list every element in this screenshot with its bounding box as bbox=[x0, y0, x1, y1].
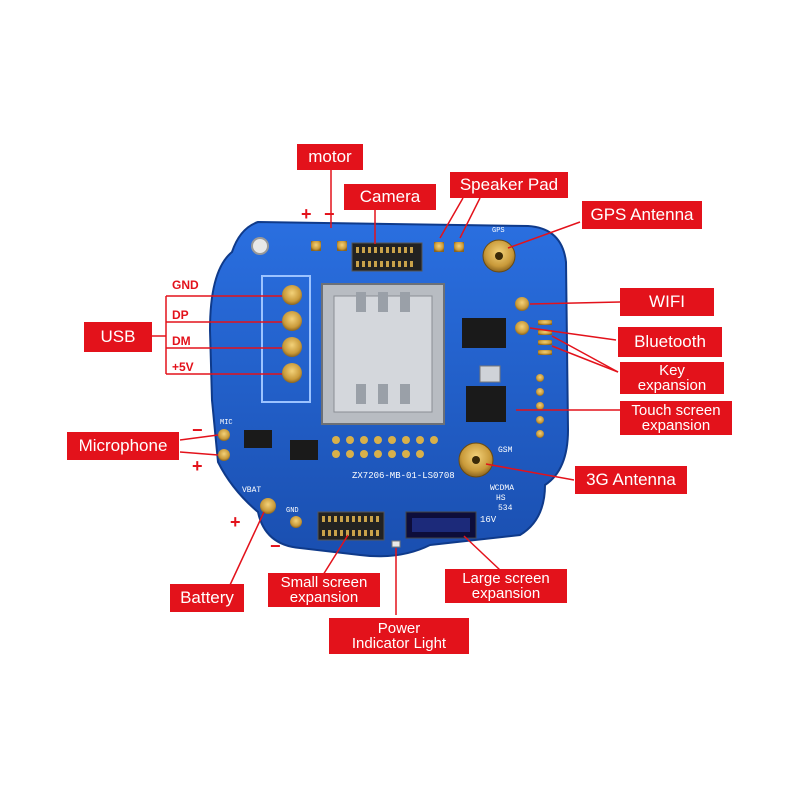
label-small-line1: Small screen bbox=[280, 574, 368, 591]
mount-hole bbox=[251, 237, 269, 255]
silk-gsm: GSM bbox=[498, 446, 513, 455]
usb-pads bbox=[282, 285, 302, 383]
usb-pin-5v: +5V bbox=[172, 360, 194, 374]
ic-chip bbox=[466, 386, 506, 422]
label-small-line2: expansion bbox=[289, 589, 359, 606]
label-large-line2: expansion bbox=[471, 585, 541, 602]
silk-16v: 16V bbox=[480, 515, 497, 525]
motor-pad-minus bbox=[337, 241, 347, 251]
label-motor: motor bbox=[297, 144, 363, 170]
mic-pad-minus bbox=[218, 429, 230, 441]
battery-pad-plus bbox=[260, 498, 276, 514]
silk-board-id: ZX7206-MB-01-LS0708 bbox=[352, 471, 455, 481]
usb-silk-box bbox=[261, 275, 311, 403]
silk-gnd: GND bbox=[286, 507, 299, 515]
label-3g-antenna: 3G Antenna bbox=[575, 466, 687, 494]
mic-pad-plus bbox=[218, 449, 230, 461]
wifi-pad bbox=[515, 297, 529, 311]
motor-plus-sign: + bbox=[301, 204, 312, 224]
ic-chip bbox=[244, 430, 272, 448]
label-gps-antenna: GPS Antenna bbox=[582, 201, 702, 229]
silk-vbat: VBAT bbox=[242, 486, 261, 495]
silk-hs: HS bbox=[496, 494, 506, 503]
ic-chip bbox=[462, 318, 506, 348]
label-microphone: Microphone bbox=[67, 432, 179, 460]
power-led bbox=[391, 540, 401, 548]
speaker-pad-2 bbox=[454, 242, 464, 252]
motor-pad-plus bbox=[311, 241, 321, 251]
label-large-screen-expansion: Large screen expansion bbox=[445, 569, 567, 603]
usb-pin-dp: DP bbox=[172, 308, 189, 322]
battery-pad-minus bbox=[290, 516, 302, 528]
touch-expansion-pads bbox=[536, 374, 544, 438]
silk-gps: GPS bbox=[492, 227, 505, 235]
battery-minus-sign: − bbox=[270, 536, 281, 556]
label-bluetooth: Bluetooth bbox=[618, 327, 722, 357]
label-battery: Battery bbox=[170, 584, 244, 612]
ic-chip bbox=[290, 440, 318, 460]
bluetooth-pad bbox=[515, 321, 529, 335]
label-touch-screen-expansion: Touch screen expansion bbox=[620, 401, 732, 435]
motor-minus-sign: − bbox=[324, 204, 335, 224]
label-usb: USB bbox=[84, 322, 152, 352]
label-large-line1: Large screen bbox=[462, 570, 550, 587]
leader-lines bbox=[150, 168, 621, 615]
label-key-expansion-line1: Key bbox=[659, 362, 685, 379]
speaker-pad-1 bbox=[434, 242, 444, 252]
usb-pin-gnd: GND bbox=[172, 278, 199, 292]
mic-plus-sign: + bbox=[192, 456, 203, 476]
usb-pin-dm: DM bbox=[172, 334, 191, 348]
label-power-line1: Power bbox=[377, 620, 421, 637]
label-wifi: WIFI bbox=[620, 288, 714, 316]
label-power-line2: Indicator Light bbox=[351, 635, 447, 652]
silk-wcdma: WCDMA bbox=[490, 484, 514, 493]
key-expansion-pads bbox=[538, 320, 552, 355]
label-speaker-pad: Speaker Pad bbox=[450, 172, 568, 198]
crystal bbox=[479, 365, 501, 383]
label-small-screen-expansion: Small screen expansion bbox=[268, 573, 380, 607]
label-key-expansion-line2: expansion bbox=[637, 377, 707, 394]
battery-plus-sign: + bbox=[230, 512, 241, 532]
small-screen-connector bbox=[317, 511, 385, 541]
label-touch-line2: expansion bbox=[641, 417, 711, 434]
label-camera: Camera bbox=[344, 184, 436, 210]
label-power-indicator-light: Power Indicator Light bbox=[329, 618, 469, 654]
silk-num: 534 bbox=[498, 504, 513, 513]
label-key-expansion: Key expansion bbox=[620, 362, 724, 394]
test-points bbox=[332, 436, 438, 458]
label-touch-line1: Touch screen bbox=[631, 402, 721, 419]
mic-minus-sign: − bbox=[192, 420, 203, 440]
silk-mic: MIC bbox=[220, 419, 233, 427]
